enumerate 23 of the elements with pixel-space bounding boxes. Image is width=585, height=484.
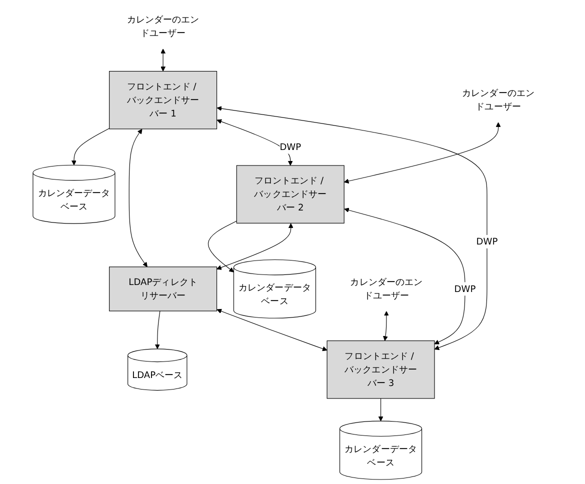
node-box: フロントエンド / バックエンドサーバー 2 <box>236 165 344 224</box>
node-text: カレンダーのエンドユーザー <box>462 88 534 112</box>
arrow <box>154 310 160 350</box>
arrow <box>344 208 466 344</box>
node-box: LDAPディレクトリサーバー <box>109 266 218 312</box>
node-text: カレンダーのエンドユーザー <box>350 276 423 301</box>
arrow <box>383 311 389 341</box>
edge-label: DWP <box>454 283 476 294</box>
node-box: フロントエンド / バックエンドサーバー 3 <box>326 340 435 399</box>
arrow <box>208 220 237 272</box>
edge-label: DWP <box>476 236 498 247</box>
arrow <box>160 48 166 72</box>
arrow <box>344 122 501 184</box>
arrow <box>216 106 488 350</box>
arrow <box>128 128 148 268</box>
node-text: カレンダーのエンドユーザー <box>126 14 200 38</box>
node-box: フロントエンド / バックエンドサーバー 1 <box>109 70 218 130</box>
arrow <box>216 223 294 270</box>
arrow <box>72 128 110 166</box>
arrow <box>378 398 384 422</box>
edge-label: DWP <box>280 141 302 152</box>
arrow <box>216 119 293 166</box>
arrow <box>216 308 328 352</box>
